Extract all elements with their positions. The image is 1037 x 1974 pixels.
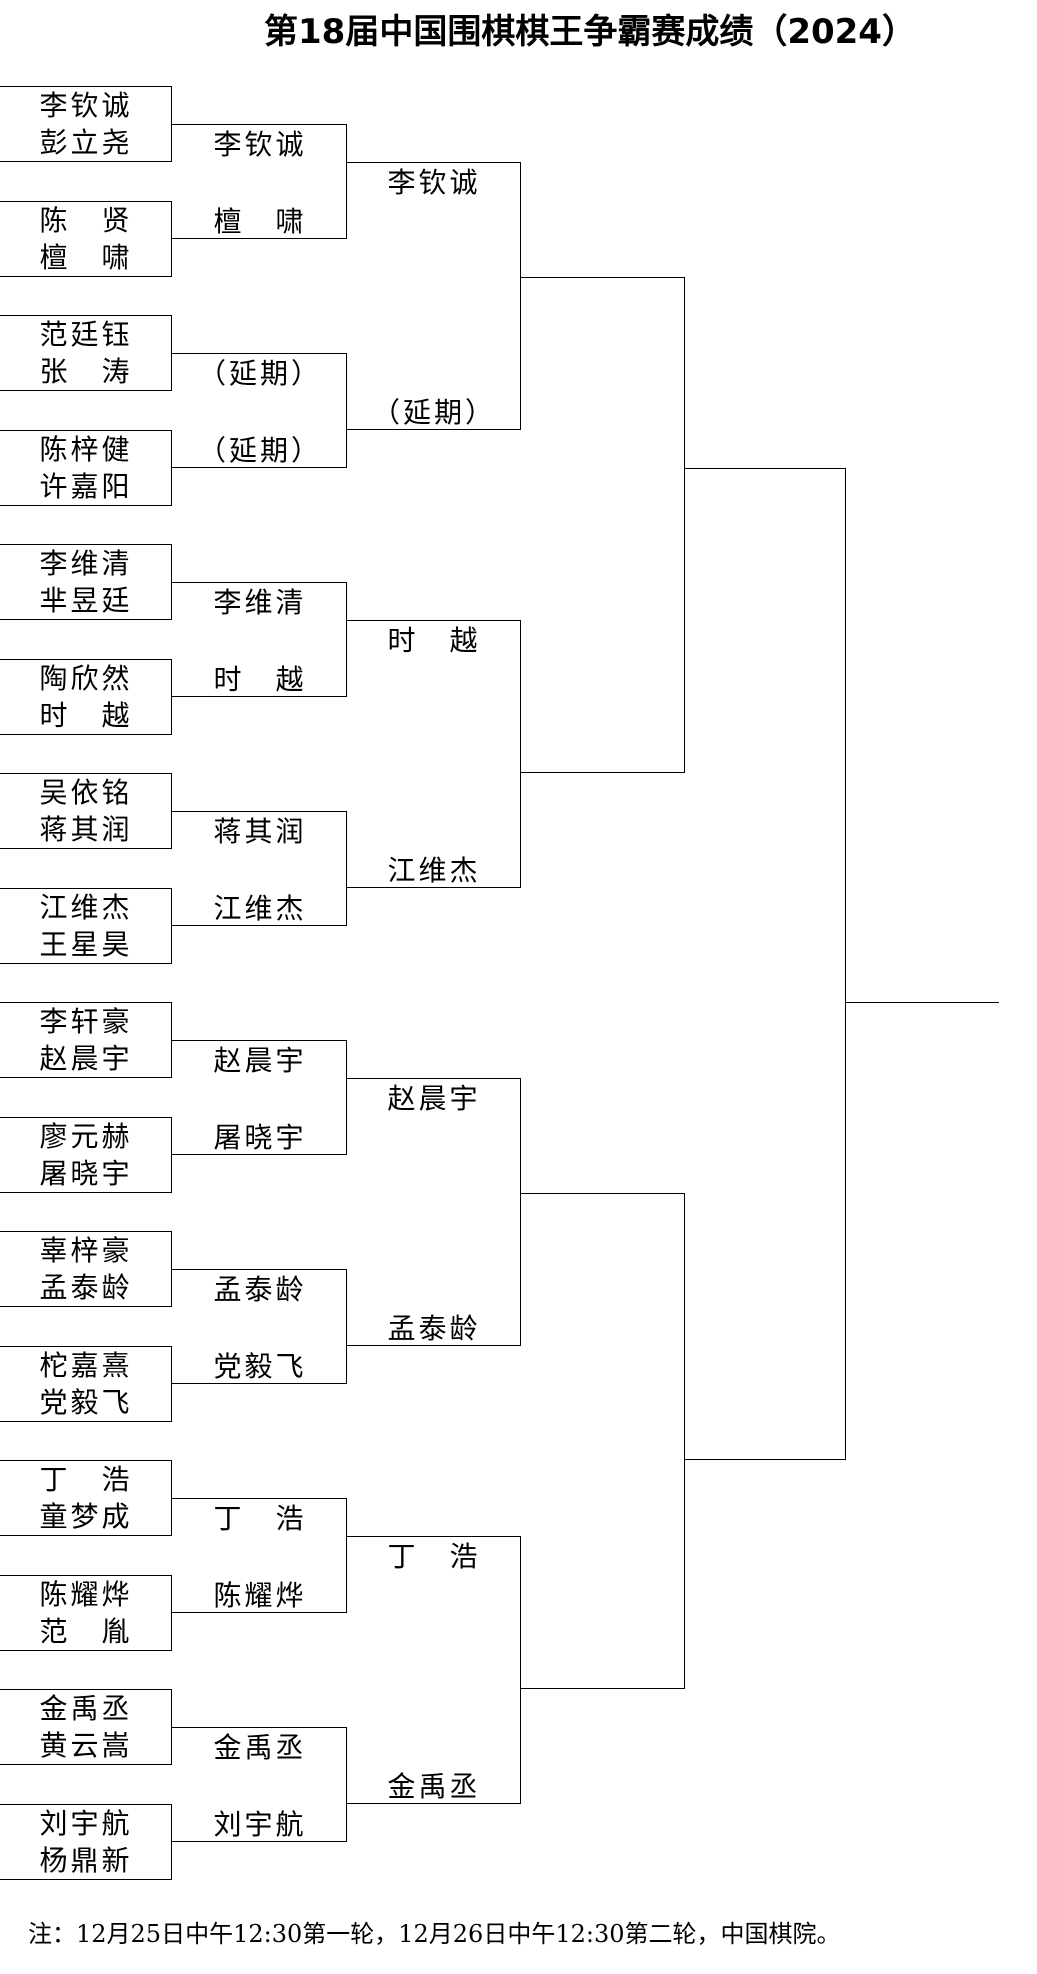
semifinal-bracket <box>521 276 685 773</box>
player-name: 孟泰龄 <box>39 1271 133 1304</box>
winner-name: 李维清 <box>213 586 307 619</box>
player-name: 江维杰 <box>39 890 133 924</box>
player-name: 王星昊 <box>39 927 133 961</box>
match-box <box>0 1689 172 1765</box>
player-name: 杨鼎新 <box>39 1843 133 1877</box>
player-name: 廖元赫 <box>39 1119 133 1153</box>
player-name: 范 胤 <box>39 1614 133 1648</box>
player-name: 陈耀烨 <box>39 1577 133 1611</box>
match-box <box>0 315 172 391</box>
schedule-note: 注：12月25日中午12:30第一轮，12月26日中午12:30第二轮，中国棋院… <box>28 1920 841 1948</box>
player-name: 陈 贤 <box>39 203 133 237</box>
player-name: 党毅飞 <box>39 1385 133 1419</box>
round2-bracket <box>172 1727 347 1842</box>
winner-name: （延期） <box>371 395 496 429</box>
match-box <box>0 429 172 506</box>
match-box <box>0 544 172 620</box>
winner-name: 时 越 <box>213 662 307 696</box>
winner-name: 蒋其润 <box>213 815 307 848</box>
player-name: 蒋其润 <box>39 813 133 846</box>
player-name: 陈梓健 <box>39 432 133 466</box>
player-name: 辜梓豪 <box>39 1234 133 1267</box>
winner-name: 江维杰 <box>387 853 481 887</box>
player-name: 屠晓宇 <box>39 1156 133 1190</box>
winner-name: 孟泰龄 <box>387 1311 481 1345</box>
round2-bracket <box>172 353 347 468</box>
winner-name: 李钦诚 <box>387 166 481 199</box>
match-box <box>0 1460 172 1536</box>
winner-name: 江维杰 <box>213 891 307 925</box>
player-name: 李钦诚 <box>39 89 133 122</box>
round2-bracket <box>172 811 347 926</box>
winner-name: 金禹丞 <box>213 1731 307 1764</box>
round3-bracket <box>347 1536 521 1804</box>
page-title: 第18届中国围棋棋王争霸赛成绩（2024） <box>264 12 916 52</box>
match-box <box>0 1803 172 1880</box>
player-name: 丁 浩 <box>39 1463 133 1496</box>
player-name: 陶欣然 <box>39 661 133 695</box>
round2-bracket <box>172 1269 347 1384</box>
winner-name: 檀 啸 <box>213 204 307 238</box>
winner-name: 赵晨宇 <box>387 1082 481 1115</box>
winner-name: 赵晨宇 <box>213 1044 307 1077</box>
final-bracket <box>685 467 846 1460</box>
winner-name: 时 越 <box>387 624 481 657</box>
match-box <box>0 1345 172 1422</box>
player-name: 赵晨宇 <box>39 1042 133 1075</box>
player-name: 张 涛 <box>39 355 133 388</box>
round2-bracket <box>172 124 347 239</box>
match-box <box>0 1116 172 1193</box>
match-box <box>0 1002 172 1078</box>
match-box <box>0 86 172 162</box>
round3-bracket <box>347 620 521 888</box>
round3-bracket <box>347 1078 521 1346</box>
round2-bracket <box>172 582 347 697</box>
winner-name: 丁 浩 <box>387 1540 481 1573</box>
round2-bracket <box>172 1498 347 1613</box>
player-name: 黄云嵩 <box>39 1729 133 1762</box>
player-name: 刘宇航 <box>39 1806 133 1840</box>
match-box <box>0 773 172 849</box>
winner-name: 党毅飞 <box>213 1349 307 1383</box>
round2-bracket <box>172 1040 347 1155</box>
champion-line <box>846 1002 999 1003</box>
player-name: 时 越 <box>39 698 133 732</box>
winner-name: （延期） <box>197 433 322 467</box>
match-box <box>0 658 172 735</box>
winner-name: 金禹丞 <box>387 1769 481 1803</box>
semifinal-bracket <box>521 1192 685 1689</box>
player-name: 李轩豪 <box>39 1005 133 1038</box>
winner-name: （延期） <box>197 357 322 390</box>
winner-name: 刘宇航 <box>213 1807 307 1841</box>
round3-bracket <box>347 162 521 430</box>
match-box <box>0 1574 172 1651</box>
winner-name: 李钦诚 <box>213 128 307 161</box>
match-box <box>0 200 172 277</box>
player-name: 许嘉阳 <box>39 469 133 503</box>
player-name: 金禹丞 <box>39 1692 133 1725</box>
winner-name: 陈耀烨 <box>213 1578 307 1612</box>
player-name: 童梦成 <box>39 1500 133 1533</box>
player-name: 芈昱廷 <box>39 584 133 617</box>
winner-name: 屠晓宇 <box>213 1120 307 1154</box>
player-name: 柁嘉熹 <box>39 1348 133 1382</box>
match-box <box>0 887 172 964</box>
player-name: 范廷钰 <box>39 318 133 351</box>
winner-name: 丁 浩 <box>213 1502 307 1535</box>
player-name: 吴依铭 <box>39 776 133 809</box>
match-box <box>0 1231 172 1307</box>
player-name: 彭立尧 <box>39 126 133 159</box>
player-name: 檀 啸 <box>39 240 133 274</box>
winner-name: 孟泰龄 <box>213 1273 307 1306</box>
player-name: 李维清 <box>39 547 133 580</box>
